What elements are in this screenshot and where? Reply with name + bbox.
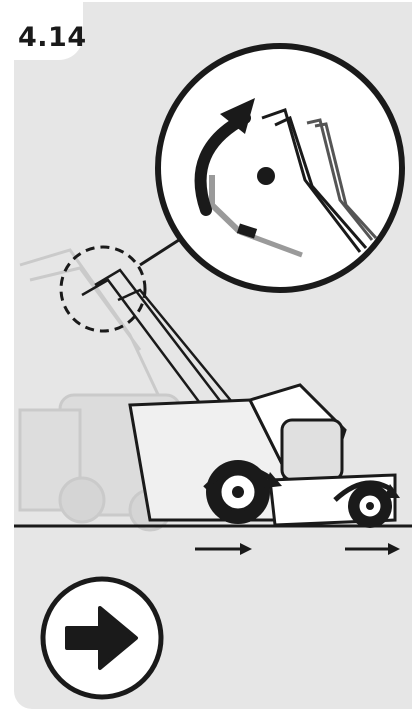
callout-line <box>140 238 182 265</box>
focus-circle <box>61 247 145 331</box>
rear-wheel <box>348 484 392 528</box>
right-arrow-icon <box>43 579 161 697</box>
magnifier-circle-icon <box>158 46 402 290</box>
